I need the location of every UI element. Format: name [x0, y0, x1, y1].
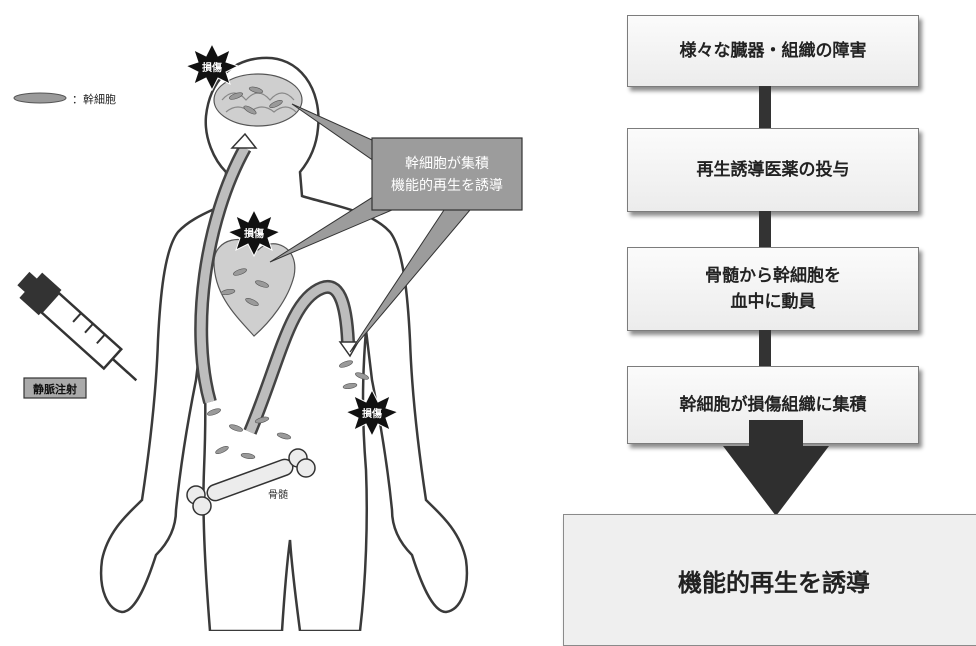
body-illustration: ：幹細胞 損傷 損傷 損傷 幹細胞が集積 機能的再生を誘導 静脈注射 骨髄	[0, 0, 560, 631]
injection-label: 静脈注射	[33, 382, 77, 396]
flow-step-2: 再生誘導医薬の投与	[627, 128, 919, 212]
svg-text:損傷: 損傷	[202, 61, 222, 74]
result-arrow	[723, 446, 829, 516]
flow-connector-3	[759, 330, 771, 366]
syringe-icon	[12, 266, 148, 393]
damage-burst-brain: 損傷	[186, 44, 238, 90]
flow-connector-2	[759, 211, 771, 247]
legend-label: ：幹細胞	[72, 92, 116, 106]
callout-line2: 機能的再生を誘導	[391, 178, 503, 194]
damage-burst-arm: 損傷	[346, 390, 398, 436]
callout-line1: 幹細胞が集積	[405, 155, 489, 172]
svg-text:損傷: 損傷	[244, 227, 264, 240]
flow-connector-1	[759, 86, 771, 128]
bone-label: 骨髄	[268, 488, 288, 501]
damage-burst-heart: 損傷	[228, 210, 280, 256]
flow-result: 機能的再生を誘導	[563, 514, 976, 646]
svg-text:損傷: 損傷	[362, 407, 382, 420]
stem-cell-icon	[14, 93, 66, 103]
flow-step-1: 様々な臓器・組織の障害	[627, 15, 919, 87]
flow-step-3: 骨髄から幹細胞を 血中に動員	[627, 247, 919, 331]
